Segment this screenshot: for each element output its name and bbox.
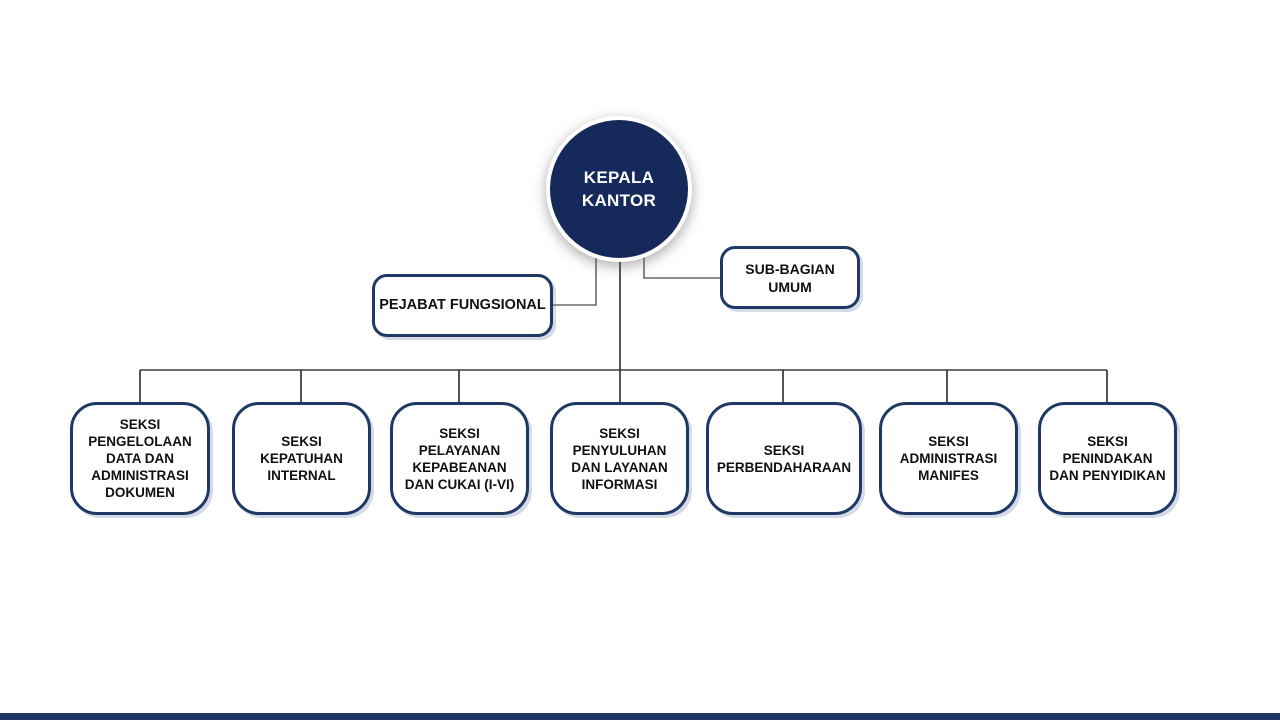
node-sub-bagian-umum: SUB-BAGIAN UMUM (720, 246, 860, 309)
node-pejabat-fungsional: PEJABAT FUNGSIONAL (372, 274, 553, 337)
node-pejabat-fungsional-label: PEJABAT FUNGSIONAL (379, 297, 546, 313)
node-sub-bagian-umum-label: SUB-BAGIAN UMUM (745, 260, 835, 295)
node-kepala-kantor: KEPALA KANTOR (550, 120, 688, 258)
node-seksi-pelayanan-kepabeanan: SEKSI PELAYANAN KEPABEANAN DAN CUKAI (I-… (390, 402, 529, 515)
node-seksi-perbendaharaan: SEKSI PERBENDAHARAAN (706, 402, 862, 515)
node-seksi-administrasi-manifes-label: SEKSI ADMINISTRASI MANIFES (899, 434, 998, 483)
node-seksi-pengelolaan-data: SEKSI PENGELOLAAN DATA DAN ADMINISTRASI … (70, 402, 210, 515)
node-seksi-penindakan-penyidikan-label: SEKSI PENINDAKAN DAN PENYIDIKAN (1049, 434, 1166, 483)
node-seksi-penyuluhan-layanan-informasi: SEKSI PENYULUHAN DAN LAYANAN INFORMASI (550, 402, 689, 515)
node-seksi-kepatuhan-internal-label: SEKSI KEPATUHAN INTERNAL (260, 434, 343, 483)
footer-accent-bar (0, 713, 1280, 720)
connector-sub-bagian-umum (643, 256, 720, 279)
node-seksi-pengelolaan-data-label: SEKSI PENGELOLAAN DATA DAN ADMINISTRASI … (88, 417, 192, 500)
node-seksi-kepatuhan-internal: SEKSI KEPATUHAN INTERNAL (232, 402, 371, 515)
node-seksi-penindakan-penyidikan: SEKSI PENINDAKAN DAN PENYIDIKAN (1038, 402, 1177, 515)
node-seksi-perbendaharaan-label: SEKSI PERBENDAHARAAN (716, 442, 852, 475)
connector-pejabat-fungsional (553, 254, 597, 306)
node-seksi-penyuluhan-layanan-informasi-label: SEKSI PENYULUHAN DAN LAYANAN INFORMASI (571, 425, 668, 492)
connector-drops (139, 370, 1108, 403)
node-kepala-kantor-label: KEPALA KANTOR (581, 168, 657, 210)
node-seksi-administrasi-manifes: SEKSI ADMINISTRASI MANIFES (879, 402, 1018, 515)
node-seksi-pelayanan-kepabeanan-label: SEKSI PELAYANAN KEPABEANAN DAN CUKAI (I-… (404, 425, 515, 492)
